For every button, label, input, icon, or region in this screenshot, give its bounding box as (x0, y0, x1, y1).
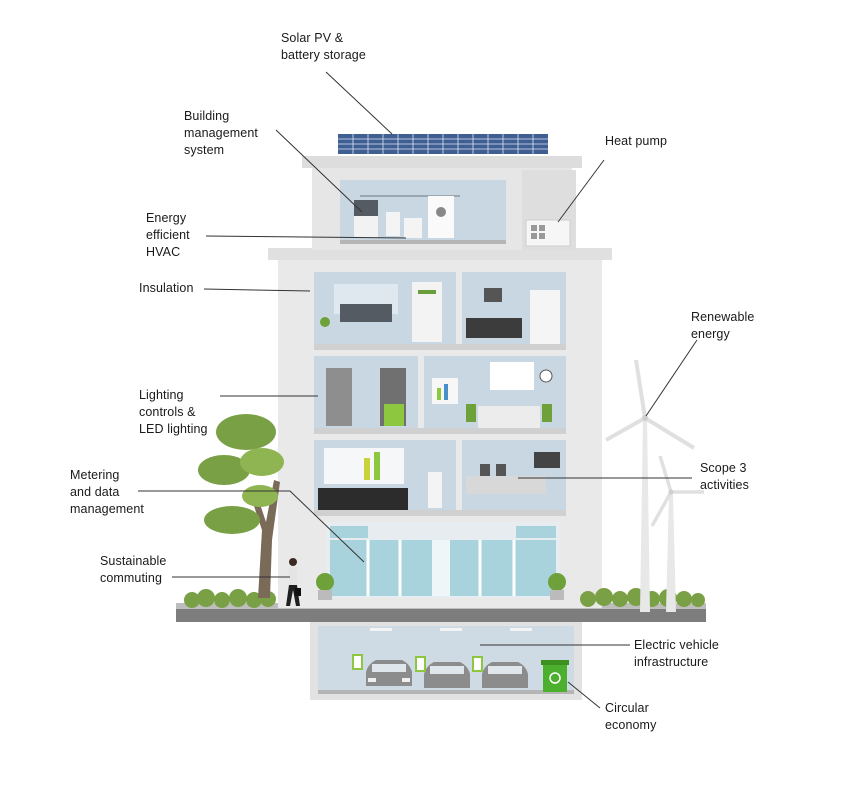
label-metering-data-management: Metering and data management (70, 468, 144, 516)
car-icon (366, 660, 412, 686)
label-circular-economy: Circular economy (605, 701, 657, 732)
ev-charger-icon (352, 654, 483, 672)
ground (176, 608, 706, 622)
leader-lines (138, 71, 698, 709)
office-floor-2 (314, 356, 566, 434)
lobby (326, 522, 560, 598)
tree-icon (198, 414, 284, 598)
heat-pump-icon (525, 219, 571, 247)
label-electric-vehicle-infrastructure: Electric vehicle infrastructure (634, 638, 719, 669)
person-icon (286, 558, 301, 606)
wind-turbine-icon (650, 455, 704, 612)
label-sustainable-commuting: Sustainable commuting (100, 554, 167, 585)
wind-turbine-icon (605, 359, 696, 612)
office-floor-1 (314, 440, 566, 516)
car-icon (424, 662, 470, 688)
label-insulation: Insulation (139, 281, 194, 295)
label-heat-pump: Heat pump (605, 134, 668, 148)
office-floor-3 (314, 272, 566, 350)
car-park (310, 622, 582, 700)
label-renewable-energy: Renewable energy (691, 310, 755, 341)
label-solar-pv: Solar PV & battery storage (281, 31, 366, 62)
planter-icon (316, 573, 566, 600)
plant-room (340, 180, 506, 244)
label-scope-3-activities: Scope 3 activities (700, 461, 749, 492)
label-building-management-system: Building management system (184, 109, 258, 157)
car-icon (482, 662, 528, 688)
label-lighting-controls: Lighting controls & LED lighting (139, 388, 208, 436)
recycle-bin-icon (541, 660, 569, 692)
solar-panel-icon (338, 134, 548, 154)
label-energy-efficient-hvac: Energy efficient HVAC (146, 211, 190, 259)
